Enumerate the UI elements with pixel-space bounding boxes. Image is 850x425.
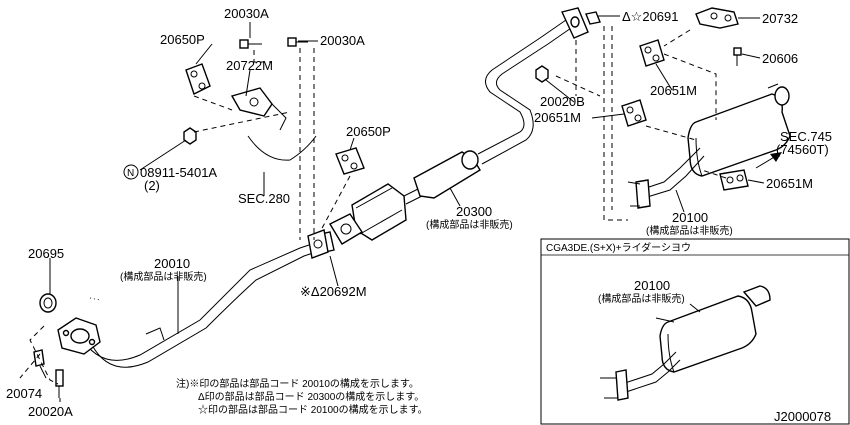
front-pipe-20010 — [57, 231, 335, 368]
gasket-20691 — [585, 11, 601, 25]
footnotes: 注)※印の部品は部品コード 20010の構成を示します。 Δ印の部品は部品コード… — [176, 377, 428, 416]
inset-panel — [540, 238, 850, 425]
nut-08911 — [183, 127, 197, 145]
label-08911: N 08911-5401A (2) — [123, 164, 217, 193]
label-20651M-low: 20651M — [766, 176, 813, 191]
label-20651M-top: 20651M — [650, 83, 697, 98]
label-20010-note: (構成部品は非販売) — [120, 270, 207, 283]
mounting-bolt-20030A-top — [239, 39, 262, 49]
label-20650P-left: 20650P — [160, 32, 205, 47]
label-20020B: 20020B — [540, 94, 585, 109]
footnote-line-1: 注)※印の部品は部品コード 20010の構成を示します。 — [176, 377, 419, 390]
label-20010: 20010 — [154, 256, 190, 271]
catalytic-converter — [329, 183, 407, 245]
label-20100-note: (構成部品は非販売) — [646, 224, 733, 237]
bracket-20732 — [695, 7, 739, 29]
gasket-20692M — [307, 229, 329, 259]
label-20722M: 20722M — [226, 58, 273, 73]
label-08911-qty: (2) — [144, 178, 160, 193]
label-sec745-ref: (74560T) — [776, 142, 829, 157]
rear-muffler-20100 — [627, 83, 791, 209]
footnote-line-3: ☆印の部品は部品コード 20100の構成を示します。 — [198, 403, 428, 416]
label-20692M: ※Δ20692M — [300, 284, 367, 299]
inset-labels: CGA3DE.(S+X)+ライダーシヨウ 20100 (構成部品は非販売) — [546, 241, 691, 305]
label-20606: 20606 — [762, 51, 798, 66]
nut-20020B — [535, 65, 549, 83]
label-20732: 20732 — [762, 11, 798, 26]
inset-part-label: 20100 — [634, 278, 670, 293]
label-20300: 20300 — [456, 204, 492, 219]
inset-muffler — [600, 285, 771, 401]
label-20650P-right: 20650P — [346, 124, 391, 139]
rubber-mount-20650P-left — [185, 63, 211, 95]
rubber-mount-20650P-right — [335, 147, 365, 175]
label-20030A-mid: 20030A — [320, 33, 365, 48]
rubber-mount-20651M-mid — [621, 99, 647, 127]
label-20020A: 20020A — [28, 404, 73, 419]
label-20691: Δ☆20691 — [622, 9, 679, 24]
label-20030A-top: 20030A — [224, 6, 269, 21]
label-20300-note: (構成部品は非販売) — [426, 218, 513, 231]
footnote-line-2: Δ印の部品は部品コード 20300の構成を示します。 — [198, 390, 424, 403]
bolt-20606 — [733, 47, 742, 66]
assembly-guide-lines — [19, 26, 727, 385]
label-08911-number: 08911-5401A — [140, 165, 217, 180]
rubber-mount-20651M-low — [719, 169, 749, 191]
heat-shield-sec280 — [247, 135, 317, 161]
part-labels: 20030A 20030A 20650P 20722M 20650P N 089… — [6, 6, 832, 419]
diagram-id: J2000078 — [774, 409, 831, 424]
sec745-arrow-icon — [755, 152, 782, 169]
label-sec280: SEC.280 — [238, 191, 290, 206]
label-20651M-mid: 20651M — [534, 110, 581, 125]
inset-part-note: (構成部品は非販売) — [598, 292, 685, 305]
label-20695: 20695 — [28, 246, 64, 261]
label-20100: 20100 — [672, 210, 708, 225]
rubber-mount-20651M-top — [639, 39, 665, 67]
inset-title: CGA3DE.(S+X)+ライダーシヨウ — [546, 241, 691, 254]
inset-leader — [689, 303, 701, 313]
leader-lines — [39, 15, 765, 402]
bracket-20722M — [230, 87, 287, 131]
center-pipe-20300 — [403, 7, 589, 205]
n-circle-icon: N — [127, 168, 134, 179]
bolt-20020A — [55, 369, 64, 398]
gasket-20695 — [39, 293, 57, 313]
label-sec745: SEC.745 — [780, 129, 832, 144]
mounting-bolt-20030A-mid — [287, 37, 308, 47]
label-20074: 20074 — [6, 386, 42, 401]
